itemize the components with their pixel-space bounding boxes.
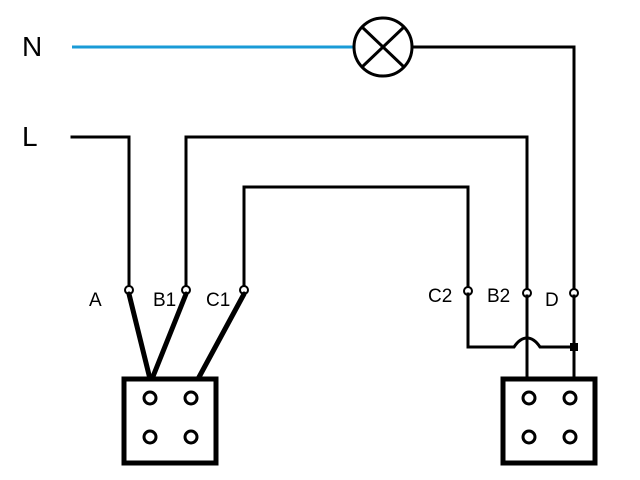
switch-hole <box>521 390 537 406</box>
switch-hole <box>521 429 537 445</box>
lamp-icon <box>352 16 414 78</box>
terminal-b2-label: B2 <box>487 286 510 307</box>
terminal-d-label: D <box>545 290 559 311</box>
lead-a <box>126 291 153 382</box>
switch-hole <box>183 429 199 445</box>
switch-hole <box>562 429 578 445</box>
switch-hole <box>183 390 199 406</box>
junction-dot <box>570 343 578 351</box>
terminal-a-label: A <box>89 290 102 311</box>
lead-c1 <box>195 291 247 382</box>
lead-b1 <box>149 291 189 382</box>
switch-box-left <box>121 376 219 466</box>
lamp-to-d-wire <box>410 45 576 292</box>
line-to-a-wire <box>70 135 131 290</box>
neutral-label: N <box>22 31 42 62</box>
switch-hole <box>562 390 578 406</box>
switch-box-right <box>500 376 598 466</box>
line-label: L <box>22 121 38 152</box>
b1-b2-traveller-wire <box>184 135 529 290</box>
switch-hole <box>142 429 158 445</box>
c1-c2-traveller-wire <box>242 185 470 290</box>
terminal-c1-label: C1 <box>206 290 230 311</box>
terminal-b1-label: B1 <box>153 290 176 311</box>
switch-hole <box>142 390 158 406</box>
terminal-c2-label: C2 <box>428 286 452 307</box>
